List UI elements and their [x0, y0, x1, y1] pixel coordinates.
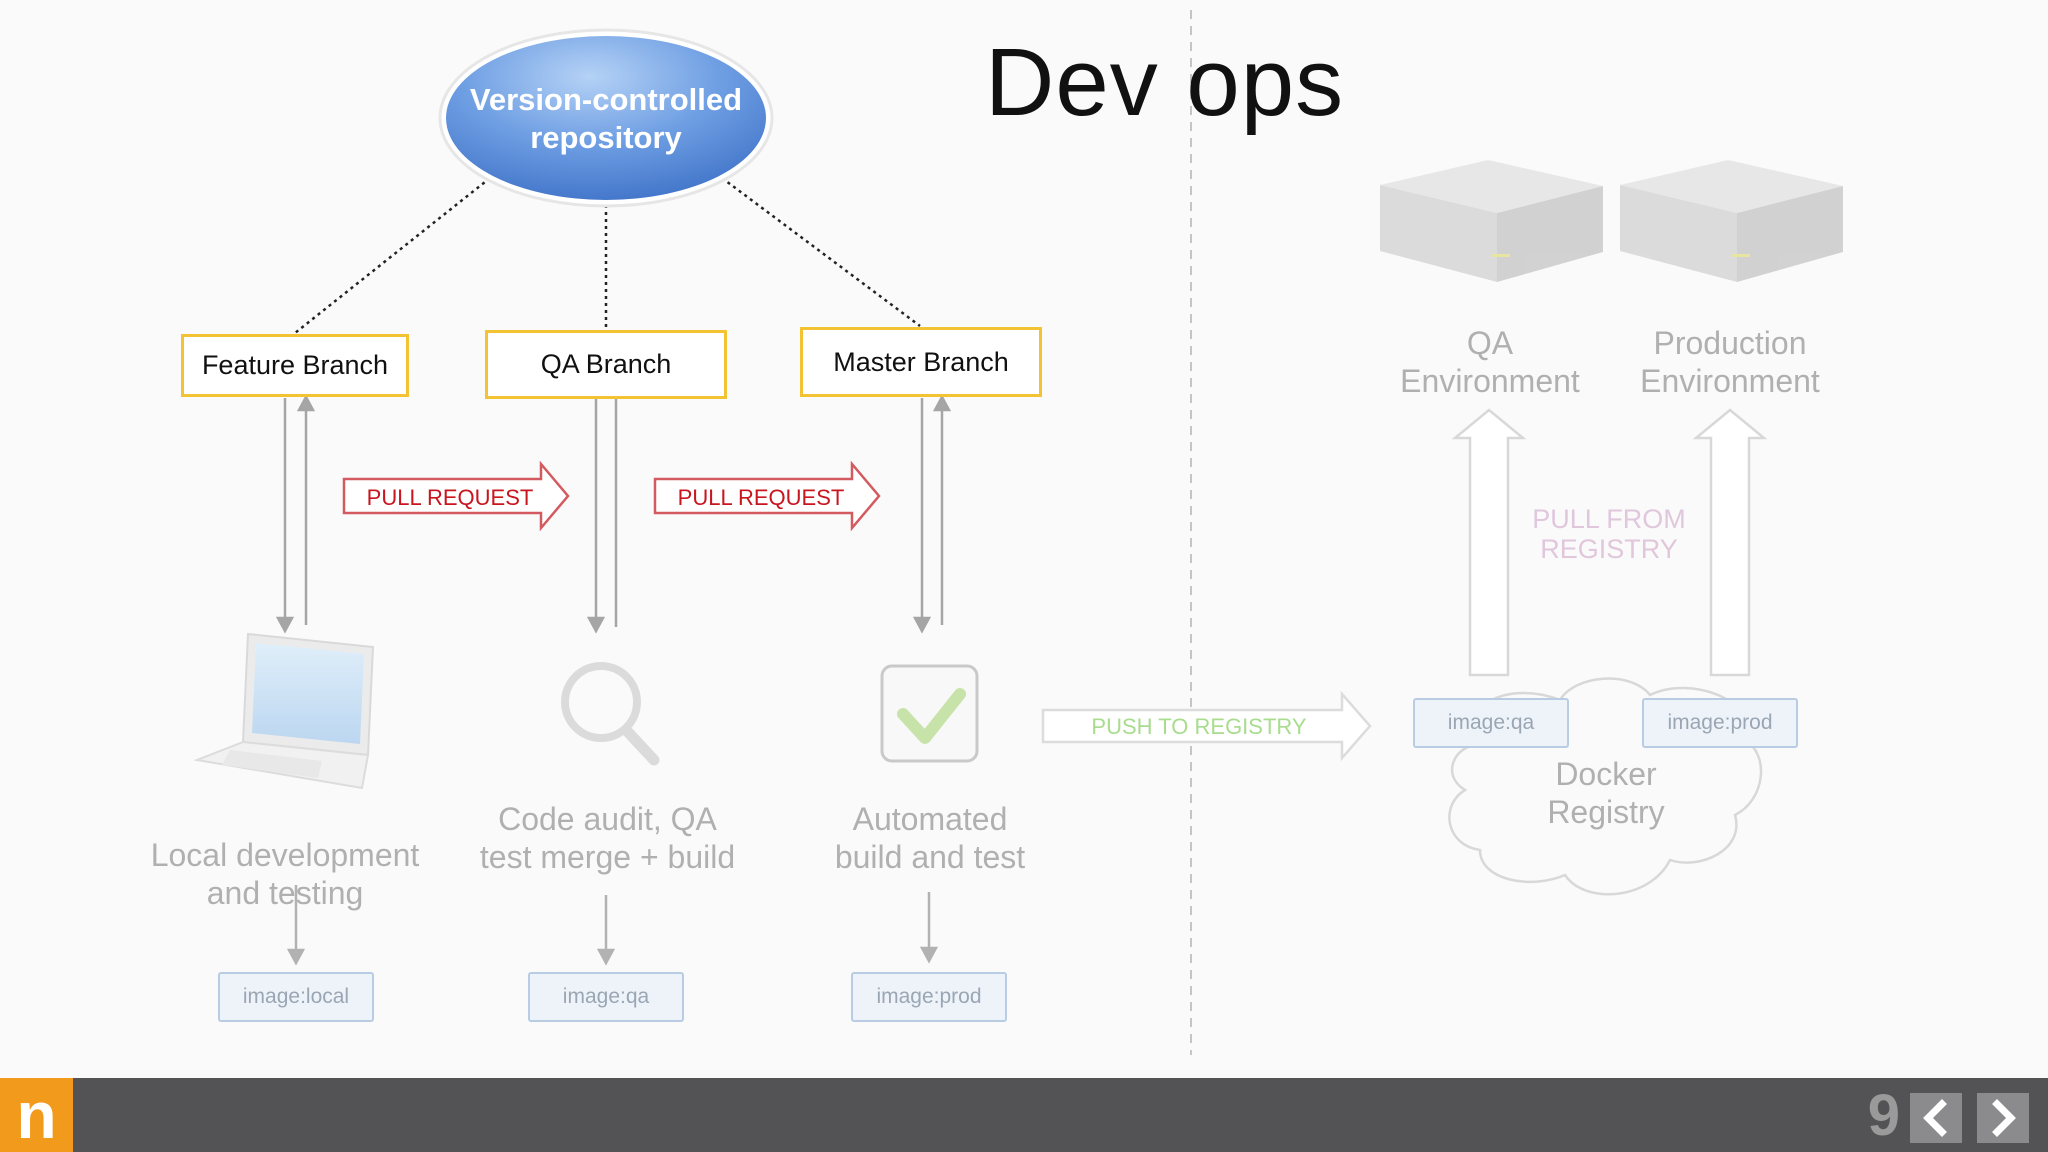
- production-server-icon: [1620, 160, 1843, 282]
- footer-bar: [0, 1078, 2048, 1152]
- automated-build-caption-line1: Automated: [852, 801, 1008, 837]
- pull-from-registry-line1: PULL FROM: [1532, 504, 1686, 534]
- pull-request-arrow-1: PULL REQUEST: [342, 460, 570, 532]
- diagram-canvas: Version-controlled repository PULL REQUE…: [193, 10, 1843, 1055]
- qa-branch-box: QA Branch: [485, 330, 727, 399]
- repository-node: Version-controlled repository: [438, 28, 774, 208]
- checkmark-icon: [880, 664, 979, 763]
- pull-request-label-1: PULL REQUEST: [367, 485, 534, 510]
- pull-request-arrow-2: PULL REQUEST: [653, 460, 881, 532]
- master-branch-box: Master Branch: [800, 327, 1042, 397]
- qa-server-icon: [1380, 160, 1603, 282]
- production-environment-caption-line1: Production: [1653, 325, 1807, 361]
- pull-up-arrow-qa: [1451, 408, 1527, 677]
- page-number: 9: [1867, 1083, 1900, 1148]
- laptop-icon: [193, 632, 375, 790]
- brand-logo: n: [0, 1078, 73, 1152]
- production-environment-caption-line2: Environment: [1640, 363, 1820, 399]
- local-dev-caption: Local development and testing: [115, 836, 455, 912]
- previous-slide-button[interactable]: [1910, 1093, 1962, 1143]
- docker-registry-label-line2: Registry: [1547, 794, 1664, 830]
- next-slide-button[interactable]: [1977, 1093, 2029, 1143]
- qa-environment-caption-line1: QA: [1466, 325, 1514, 361]
- automated-build-caption: Automated build and test: [780, 800, 1080, 876]
- push-to-registry-label: PUSH TO REGISTRY: [1091, 714, 1306, 739]
- chevron-left-icon: [1923, 1099, 1947, 1137]
- pull-from-registry-line2: REGISTRY: [1540, 534, 1678, 564]
- chevron-right-icon: [1992, 1099, 2016, 1137]
- push-to-registry-arrow: PUSH TO REGISTRY: [1041, 690, 1372, 762]
- feature-branch-box: Feature Branch: [181, 334, 409, 397]
- magnifier-icon: [561, 662, 660, 766]
- code-audit-caption: Code audit, QA test merge + build: [430, 800, 785, 876]
- stage-image-arrows: [286, 885, 939, 966]
- automated-build-caption-line2: build and test: [834, 839, 1026, 875]
- code-audit-caption-line2: test merge + build: [479, 839, 736, 875]
- pull-request-label-2: PULL REQUEST: [678, 485, 845, 510]
- slide-title: Dev ops: [985, 29, 1345, 136]
- local-dev-caption-line1: Local development: [150, 837, 420, 873]
- pull-up-arrow-prod: [1692, 408, 1768, 677]
- registry-image-prod-tag: image:prod: [1642, 698, 1798, 748]
- local-dev-caption-line2: and testing: [206, 875, 364, 911]
- repository-label-line2: repository: [530, 120, 682, 155]
- image-prod-tag: image:prod: [851, 972, 1007, 1022]
- qa-environment-caption: QA Environment: [1370, 324, 1610, 400]
- docker-registry-label-line1: Docker: [1555, 756, 1657, 792]
- registry-image-qa-tag: image:qa: [1413, 698, 1569, 748]
- branch-stage-arrows: [275, 394, 952, 634]
- repository-label-line1: Version-controlled: [470, 82, 742, 117]
- production-environment-caption: Production Environment: [1610, 324, 1850, 400]
- qa-environment-caption-line2: Environment: [1400, 363, 1580, 399]
- image-local-tag: image:local: [218, 972, 374, 1022]
- code-audit-caption-line1: Code audit, QA: [498, 801, 717, 837]
- image-qa-tag: image:qa: [528, 972, 684, 1022]
